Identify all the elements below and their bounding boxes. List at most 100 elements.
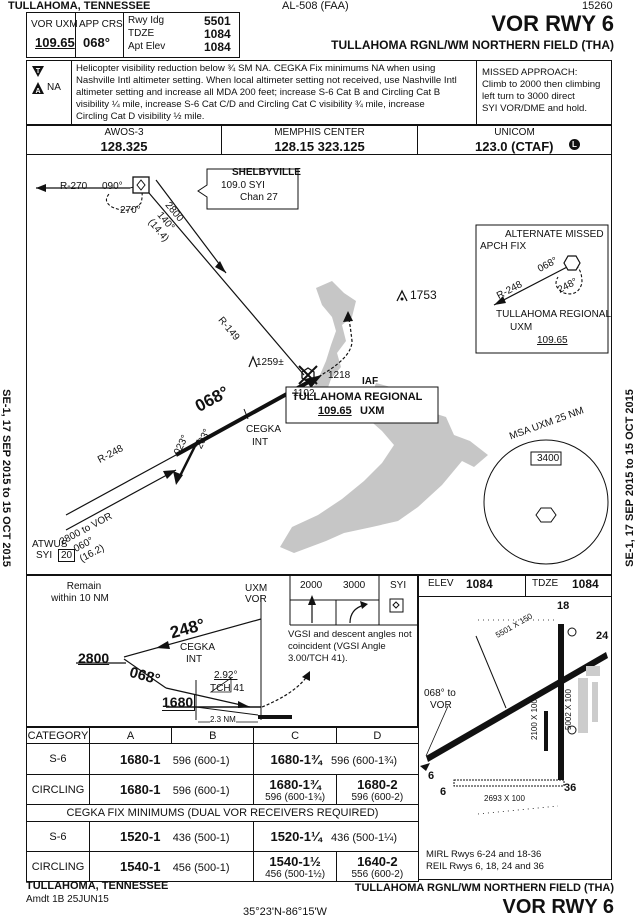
footer-amendment: Amdt 1B 25JUN15 bbox=[26, 894, 109, 905]
minimums-row: 1520-1¼ 436 (500-1¼) bbox=[253, 821, 419, 852]
apron bbox=[578, 678, 588, 733]
vor-course-note: VOR bbox=[430, 700, 452, 711]
procedure-title: VOR RWY 6 bbox=[491, 11, 614, 36]
minimums-cell: 1640-2 556 (600-2) bbox=[335, 851, 420, 882]
course-140-line bbox=[155, 179, 227, 274]
minimums-cell: 1680-1¾ 596 (600-1¾) bbox=[253, 774, 337, 805]
minimums-header: A bbox=[88, 727, 173, 744]
shelbyville-chan: Chan 27 bbox=[240, 192, 278, 203]
alternate-minimums-icon: A bbox=[32, 82, 44, 95]
syi-vortac-icon bbox=[389, 598, 404, 613]
tdze-label: TDZE bbox=[128, 28, 155, 39]
tdze-label: TDZE bbox=[532, 578, 559, 589]
footer-title: VOR RWY 6 bbox=[502, 896, 614, 918]
airport-diagram bbox=[418, 575, 612, 880]
obstacle-1259: 1259± bbox=[256, 357, 284, 368]
lighting-note: REIL Rwys 6, 18, 24 and 36 bbox=[426, 861, 544, 872]
remain-note: within 10 NM bbox=[51, 593, 109, 604]
cegka-minimums-title: CEGKA FIX MINIMUMS (DUAL VOR RECEIVERS R… bbox=[26, 804, 419, 822]
rwy-short-dims: 2100 X 100 bbox=[530, 699, 539, 740]
tullahoma-name: TULLAHOMA REGIONAL bbox=[292, 391, 423, 403]
profile-drawing bbox=[76, 575, 418, 723]
profile-vor: VOR bbox=[245, 594, 267, 605]
airport-name: TULLAHOMA RGNL/WM NORTHERN FIELD (THA) bbox=[331, 38, 614, 52]
notes-line: altimeter setting and increase all MDA 2… bbox=[76, 87, 441, 98]
rwy-idg-label: Rwy Idg bbox=[128, 15, 165, 26]
shelbyville-name: SHELBYVILLE bbox=[232, 167, 301, 178]
missed-approach-line: left turn to 3000 direct bbox=[482, 91, 575, 102]
elev-label: ELEV bbox=[428, 578, 454, 589]
alt-freq: 109.65 bbox=[537, 335, 568, 346]
rwy-18-label: 18 bbox=[557, 600, 570, 612]
beacon-icon bbox=[567, 627, 577, 637]
alt-missed-title: APCH FIX bbox=[480, 241, 527, 252]
missed-approach-line: Climb to 2000 then climbing bbox=[482, 79, 601, 90]
ctaf-lighting-icon: L bbox=[569, 139, 580, 150]
minimums-header: B bbox=[171, 727, 255, 744]
atwus-name: ATWUS bbox=[32, 539, 68, 550]
vgsi-note: 3.00/TCH 41). bbox=[288, 653, 348, 664]
atwus-dme: 20 bbox=[58, 549, 76, 562]
iaf-label: IAF bbox=[362, 376, 379, 387]
minimums-header: C bbox=[253, 727, 337, 744]
profile-altitude-2800: 2800 bbox=[78, 650, 110, 666]
unicom-label: UNICOM bbox=[494, 127, 535, 138]
notes-line: visibility ¼ mile, increase S-6 Cat C/D … bbox=[76, 99, 425, 110]
tdze: 1084 bbox=[204, 27, 231, 41]
obstacle-icon bbox=[396, 289, 408, 302]
footer-airport: TULLAHOMA RGNL/WM NORTHERN FIELD (THA) bbox=[354, 882, 614, 894]
category-cell: S-6 bbox=[26, 743, 90, 775]
svg-text:T: T bbox=[36, 68, 41, 75]
tullahoma-freq: 109.65 bbox=[318, 405, 352, 417]
runway-2693 bbox=[453, 779, 565, 787]
category-cell: CIRCLING bbox=[26, 851, 90, 882]
missed-approach-title: MISSED APPROACH: bbox=[482, 67, 578, 78]
minimums-row: 1680-1¾ 596 (600-1¾) bbox=[253, 743, 419, 775]
arrow-head bbox=[173, 471, 183, 485]
tullahoma-box bbox=[285, 386, 439, 424]
msa-altitude: 3400 bbox=[537, 453, 560, 464]
alternate-holding bbox=[555, 264, 583, 295]
profile-cegka: CEGKA bbox=[180, 642, 216, 653]
header-city: TULLAHOMA, TENNESSEE bbox=[8, 0, 151, 12]
lake-branch bbox=[420, 423, 452, 445]
category-cell: CIRCLING bbox=[26, 774, 90, 805]
app-crs-label: APP CRS bbox=[79, 19, 123, 30]
vor-freq: 109.65 bbox=[35, 35, 75, 50]
msa-circle bbox=[483, 439, 609, 565]
notes-box: T A NA Helicopter visibility reduction b… bbox=[26, 60, 612, 125]
vgsi-note: VGSI and descent angles not bbox=[288, 629, 412, 640]
rwy-18-36-dims: 5002 X 100 bbox=[564, 689, 573, 730]
center-label: MEMPHIS CENTER bbox=[274, 127, 365, 138]
glideslope-angle: 2.92° bbox=[214, 670, 238, 681]
minimums-header: CATEGORY bbox=[26, 727, 90, 744]
shelbyville-freq: 109.0 SYI bbox=[221, 180, 265, 191]
app-crs: 068° bbox=[83, 35, 110, 50]
chart-number: 15260 bbox=[582, 0, 613, 12]
course-090-label: 090° bbox=[102, 181, 123, 192]
runway-18-36 bbox=[558, 624, 564, 784]
rwy-6-short-label: 6 bbox=[440, 786, 447, 798]
chart-code: AL-508 (FAA) bbox=[282, 0, 349, 12]
vor-label: VOR UXM bbox=[31, 19, 78, 30]
missed-2000: 2000 bbox=[300, 580, 323, 591]
missed-3000: 3000 bbox=[343, 580, 366, 591]
right-validity: SE-1, 17 SEP 2015 to 15 OCT 2015 bbox=[624, 389, 636, 567]
obstacle-icon bbox=[248, 355, 258, 368]
minimums-header: D bbox=[335, 727, 420, 744]
minimums-row: 1680-1 596 (600-1) bbox=[88, 774, 255, 805]
alternate-vor-icon bbox=[563, 255, 581, 271]
profile-view bbox=[26, 575, 418, 727]
rwy-idg: 5501 bbox=[204, 14, 231, 28]
footer-coords: 35°23'N-86°15'W bbox=[243, 906, 327, 918]
outbound-248-line bbox=[123, 618, 262, 658]
arrow-head bbox=[163, 470, 176, 479]
arrow-head bbox=[343, 311, 353, 322]
profile-int: INT bbox=[186, 654, 203, 665]
lighting-note: MIRL Rwys 6-24 and 18-36 bbox=[426, 849, 542, 860]
alternate-radial-line bbox=[493, 264, 572, 306]
comms-box: AWOS-3 128.325 MEMPHIS CENTER 128.15 323… bbox=[26, 125, 612, 155]
notes-line: Circling Cat D visibility ½ mile. bbox=[76, 111, 205, 122]
plan-view-drawing bbox=[36, 168, 609, 565]
unicom-freq: 123.0 (CTAF) bbox=[475, 139, 554, 154]
